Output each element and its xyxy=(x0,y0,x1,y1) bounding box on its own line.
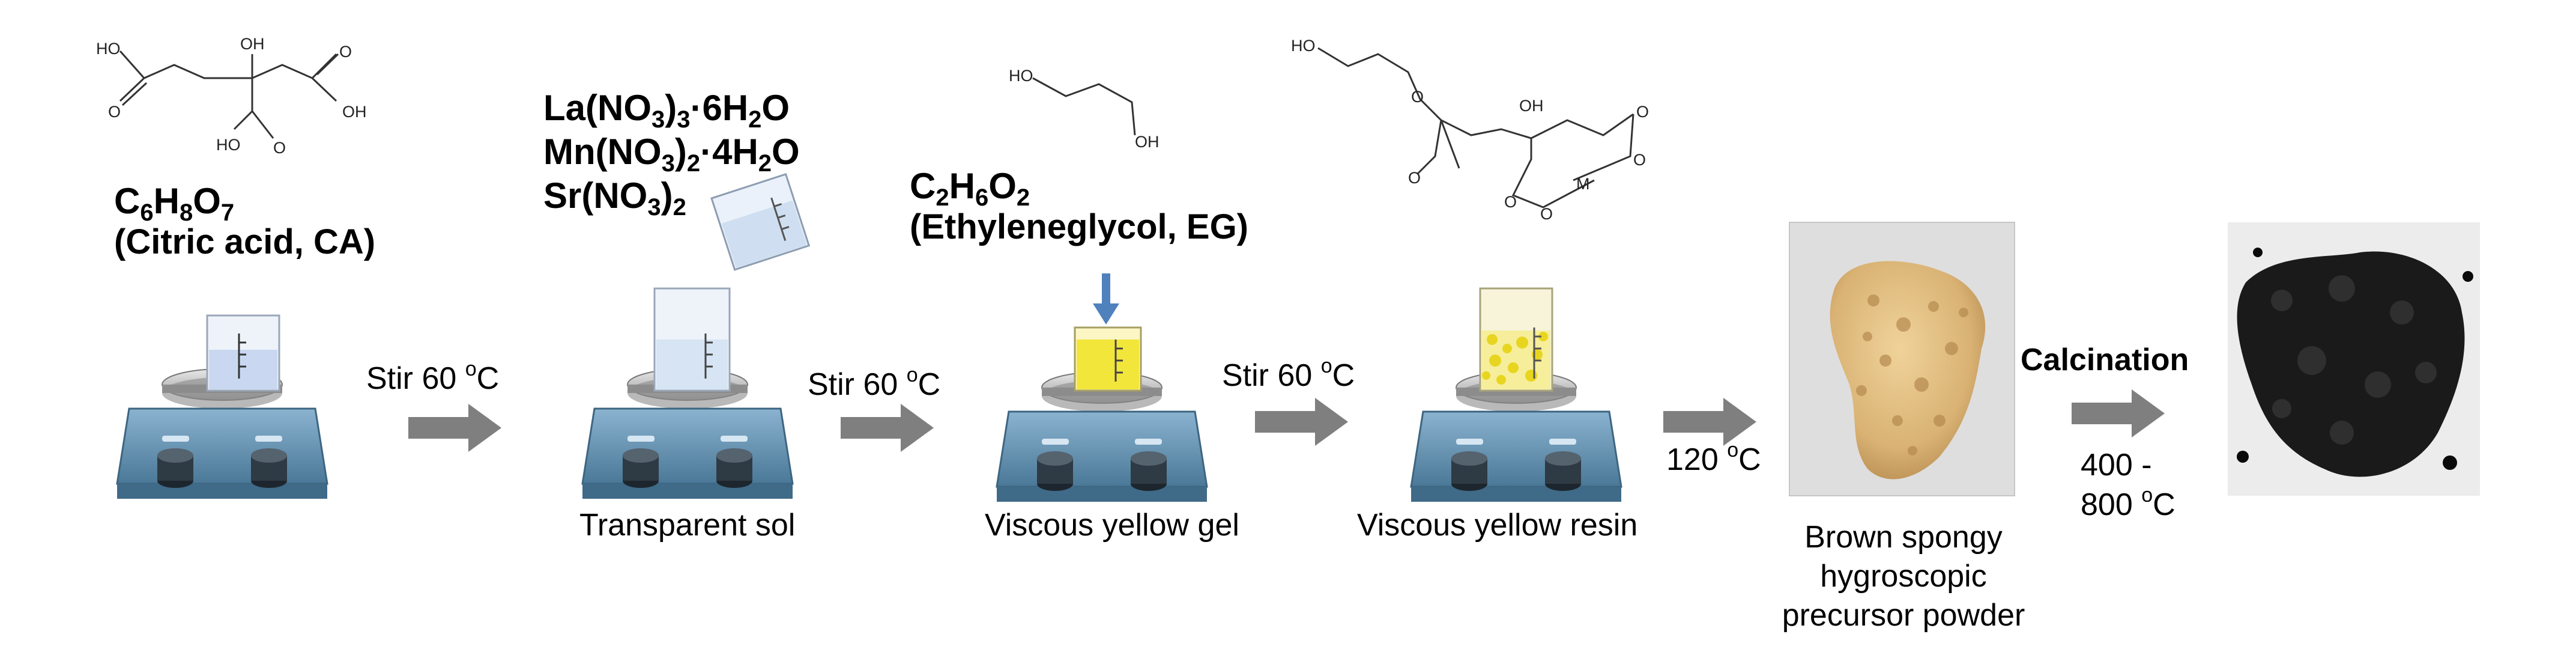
resin-o-4: O xyxy=(1633,151,1646,169)
ca-ho-1: HO xyxy=(96,40,121,58)
stir-condition-1: Stir 60 oC xyxy=(366,358,500,396)
stir-condition-2: Stir 60 oC xyxy=(808,364,941,402)
stage-label-precursor-3: precursor powder xyxy=(1782,598,2025,633)
precursor-photo xyxy=(1789,222,2015,496)
pouring-beaker xyxy=(710,172,811,271)
citric-acid-structure: HO O OH O OH HO O xyxy=(96,35,367,157)
lanthanum-nitrate-formula: La(NO3)3·6H2O xyxy=(543,88,790,133)
resin-metal: M xyxy=(1576,175,1590,193)
process-arrow-5 xyxy=(2072,389,2165,437)
beaker-clear-2 xyxy=(653,287,731,392)
ethylene-glycol-structure: HO OH xyxy=(1009,67,1160,151)
strontium-nitrate-formula: Sr(NO3)2 xyxy=(543,175,686,221)
stirrer-3 xyxy=(996,273,1208,503)
manganese-nitrate-formula: Mn(NO3)2·4H2O xyxy=(543,132,800,177)
beaker-yellow-2 xyxy=(1479,287,1553,392)
stage-label-viscous-resin: Viscous yellow resin xyxy=(1357,508,1638,543)
ethylene-glycol-name: (Ethyleneglycol, EG) xyxy=(910,207,1248,246)
process-arrow-1 xyxy=(408,404,501,452)
calcination-title: Calcination xyxy=(2021,343,2189,377)
resin-o-3: O xyxy=(1636,103,1649,121)
ca-oh-top: OH xyxy=(240,35,265,53)
eg-addition-arrow xyxy=(1093,273,1119,324)
resin-o-1: O xyxy=(1411,88,1424,106)
ethylene-glycol-formula: C2H6O2 xyxy=(910,166,1030,211)
ca-o-3: O xyxy=(273,139,286,157)
calcination-range-2: 800 oC xyxy=(2081,484,2175,522)
beaker-yellow-1 xyxy=(1074,326,1142,392)
resin-structure: HO OH O O O O O M O xyxy=(1291,37,1649,223)
stage-label-transparent-sol: Transparent sol xyxy=(579,508,796,543)
stage-label-viscous-gel: Viscous yellow gel xyxy=(985,508,1239,543)
calcination-range-1: 400 - xyxy=(2081,448,2152,483)
eg-ho: HO xyxy=(1009,67,1033,85)
resin-ho: HO xyxy=(1291,37,1316,55)
stirrer-4 xyxy=(1410,287,1622,503)
stage-label-precursor-1: Brown spongy xyxy=(1804,520,2003,555)
resin-o-6: O xyxy=(1540,205,1553,223)
process-arrow-2 xyxy=(841,404,934,452)
calcined-powder-photo xyxy=(2228,222,2480,496)
beaker-clear-1 xyxy=(206,314,280,392)
citric-acid-formula: C6H8O7 xyxy=(114,181,235,226)
resin-o-2: O xyxy=(1408,169,1421,187)
stir-condition-3: Stir 60 oC xyxy=(1222,355,1355,393)
eg-oh: OH xyxy=(1135,133,1160,151)
citric-acid-name: (Citric acid, CA) xyxy=(114,222,376,261)
resin-oh: OH xyxy=(1519,97,1544,115)
ca-o-1: O xyxy=(108,103,121,121)
stirrer-2 xyxy=(581,172,811,500)
process-arrow-3 xyxy=(1255,398,1348,446)
drying-condition: 120 oC xyxy=(1666,439,1761,477)
ca-oh-1: OH xyxy=(342,103,367,121)
process-arrow-4 xyxy=(1663,398,1756,446)
stirrer-1 xyxy=(116,314,328,500)
ca-o-2: O xyxy=(339,43,352,61)
resin-o-5: O xyxy=(1504,193,1517,211)
ca-ho-2: HO xyxy=(216,136,241,154)
stage-label-precursor-2: hygroscopic xyxy=(1820,559,1987,594)
